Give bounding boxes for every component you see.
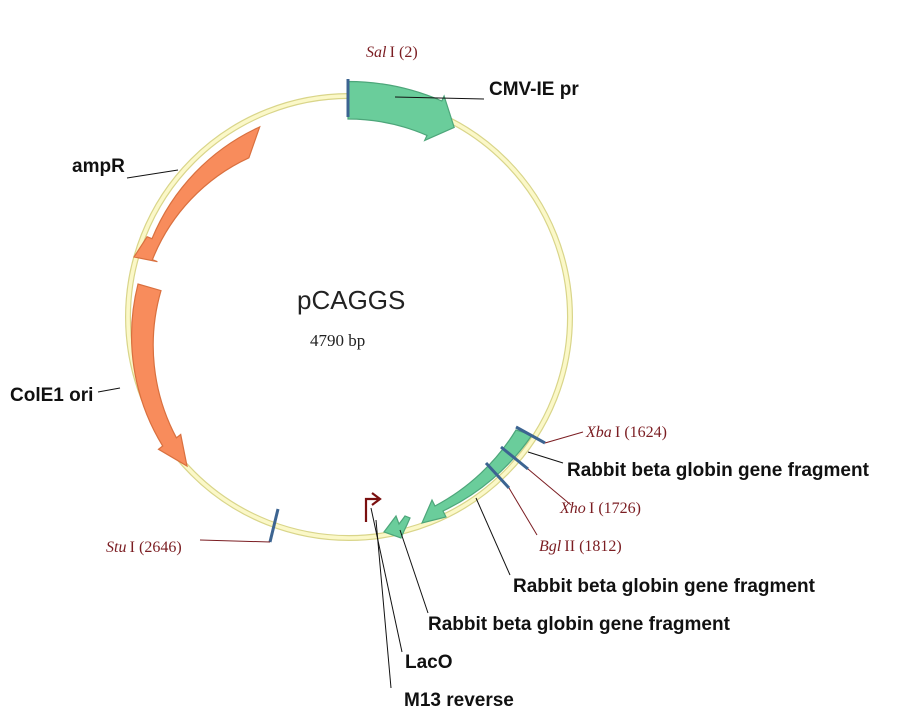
rbg-fragment-arrow-upper[interactable]: [420, 429, 533, 524]
rbg3-label[interactable]: Rabbit beta globin gene fragment: [428, 614, 731, 635]
cmv-promoter-arrow[interactable]: [347, 80, 455, 142]
bgl-site-tick[interactable]: [484, 461, 511, 490]
stu-site-label[interactable]: Stu I (2646): [106, 539, 182, 556]
xba-site-name: Xba: [585, 424, 612, 441]
plasmid-name: pCAGGS: [297, 285, 405, 315]
rbg1-label[interactable]: Rabbit beta globin gene fragment: [567, 460, 870, 481]
cole1-ori-arrow[interactable]: [131, 283, 188, 468]
bgl-site-leader: [508, 487, 538, 536]
stu-site-tick[interactable]: [268, 508, 280, 543]
rbg1-leader-line: [527, 451, 564, 464]
ampr-leader-line: [126, 169, 179, 179]
xba-site-leader: [544, 431, 584, 444]
cole1-label[interactable]: ColE1 ori: [10, 385, 93, 406]
xho-site-leader: [527, 468, 572, 506]
cmv-leader-line: [394, 96, 485, 100]
rbg2-label[interactable]: Rabbit beta globin gene fragment: [513, 576, 816, 597]
ampr-label[interactable]: ampR: [72, 156, 125, 177]
xho-site-tick[interactable]: [500, 445, 529, 471]
laco-label[interactable]: LacO: [405, 652, 453, 673]
xho-site-suffix: I (1726): [586, 500, 641, 517]
sal-site-suffix: I (2): [386, 44, 417, 61]
xba-site-label[interactable]: Xba I (1624): [585, 424, 667, 441]
stu-site-name: Stu: [106, 539, 126, 556]
xho-site-name: Xho: [559, 500, 586, 517]
bgl-site-name: Bgl: [539, 538, 562, 555]
stu-site-suffix: I (2646): [126, 539, 181, 556]
rbg-fragment-arrow-lower[interactable]: [383, 514, 411, 539]
xba-site-suffix: I (1624): [612, 424, 667, 441]
sal-site-name: Sal: [366, 44, 387, 61]
cole1-leader-line: [97, 387, 121, 393]
laco-leader-line: [370, 507, 403, 653]
m13-leader-line: [375, 519, 392, 689]
ampr-arrow[interactable]: [133, 125, 261, 263]
laco-arrow-icon: [364, 492, 382, 522]
backbone-ring: [125, 93, 573, 541]
bgl-site-label[interactable]: Bgl II (1812): [539, 538, 622, 555]
bgl-site-suffix: II (1812): [561, 538, 622, 555]
xho-site-label[interactable]: Xho I (1726): [559, 500, 641, 517]
m13-label[interactable]: M13 reverse: [404, 690, 514, 711]
xba-site-tick[interactable]: [515, 425, 546, 445]
sal-site-label[interactable]: Sal I (2): [366, 44, 418, 61]
plasmid-size: 4790 bp: [310, 331, 365, 350]
rbg2-leader-line: [475, 497, 511, 576]
rbg3-leader-line: [399, 529, 429, 614]
cmv-label[interactable]: CMV-IE pr: [489, 79, 579, 100]
stu-site-leader: [199, 539, 271, 543]
